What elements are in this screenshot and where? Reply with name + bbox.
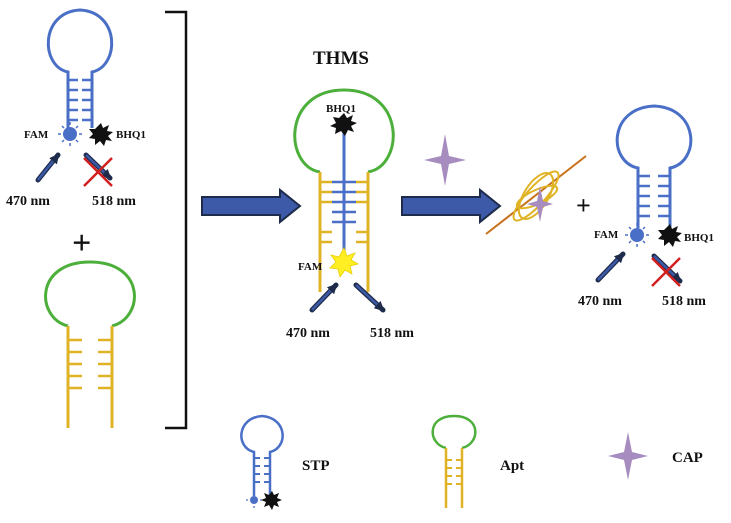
thms-title: THMS <box>313 48 369 69</box>
legend-cap-icon <box>608 432 648 480</box>
fam-label: FAM <box>298 261 323 273</box>
fam-label: FAM <box>594 229 619 241</box>
bhq1-label: BHQ1 <box>116 129 146 141</box>
process-arrow-1 <box>201 187 302 225</box>
legend-apt-icon <box>431 414 477 508</box>
thms-complex <box>293 88 395 292</box>
excitation-wavelength: 470 nm <box>286 326 330 341</box>
fam-fluorophore-active-icon <box>329 247 360 278</box>
legend-stp-label: STP <box>302 458 330 474</box>
apt-hairpin-left <box>44 260 136 428</box>
bhq1-label: BHQ1 <box>326 103 356 115</box>
legend-cap: CAP <box>608 432 703 480</box>
plus-sign: + <box>72 225 91 262</box>
stp-hairpin-left <box>46 8 114 128</box>
bhq1-quencher-icon <box>330 113 357 136</box>
blocked-emission-cross-icon <box>651 257 681 287</box>
bhq1-label: BHQ1 <box>684 232 714 244</box>
excitation-arrow-icon <box>595 251 626 283</box>
grouping-bracket <box>165 10 188 430</box>
cap-target-icon <box>424 134 466 186</box>
apt-cap-complex <box>485 155 587 235</box>
emission-arrow-icon <box>83 152 113 181</box>
legend-apt: Apt <box>431 414 524 508</box>
excitation-wavelength: 470 nm <box>578 294 622 309</box>
process-arrow-2 <box>401 187 502 225</box>
bhq1-quencher-icon <box>89 123 113 146</box>
plus-sign: + <box>576 191 591 220</box>
stp-hairpin-right <box>615 104 693 228</box>
fam-label: FAM <box>24 129 49 141</box>
emission-wavelength: 518 nm <box>662 294 706 309</box>
excitation-arrow-icon <box>35 152 61 183</box>
legend-apt-label: Apt <box>500 458 524 474</box>
excitation-wavelength: 470 nm <box>6 194 50 209</box>
emission-arrow-icon <box>651 253 683 284</box>
bhq1-quencher-icon <box>658 224 682 247</box>
legend-stp: STP <box>240 414 330 510</box>
emission-wavelength: 518 nm <box>370 326 414 341</box>
excitation-arrow-icon <box>309 282 339 313</box>
blocked-emission-cross-icon <box>83 157 113 187</box>
emission-arrow-icon <box>353 282 386 313</box>
legend-stp-icon <box>240 414 284 510</box>
fam-fluorophore-icon <box>625 223 649 247</box>
emission-wavelength: 518 nm <box>92 194 136 209</box>
legend-cap-label: CAP <box>672 450 703 466</box>
fam-fluorophore-icon <box>58 122 82 146</box>
